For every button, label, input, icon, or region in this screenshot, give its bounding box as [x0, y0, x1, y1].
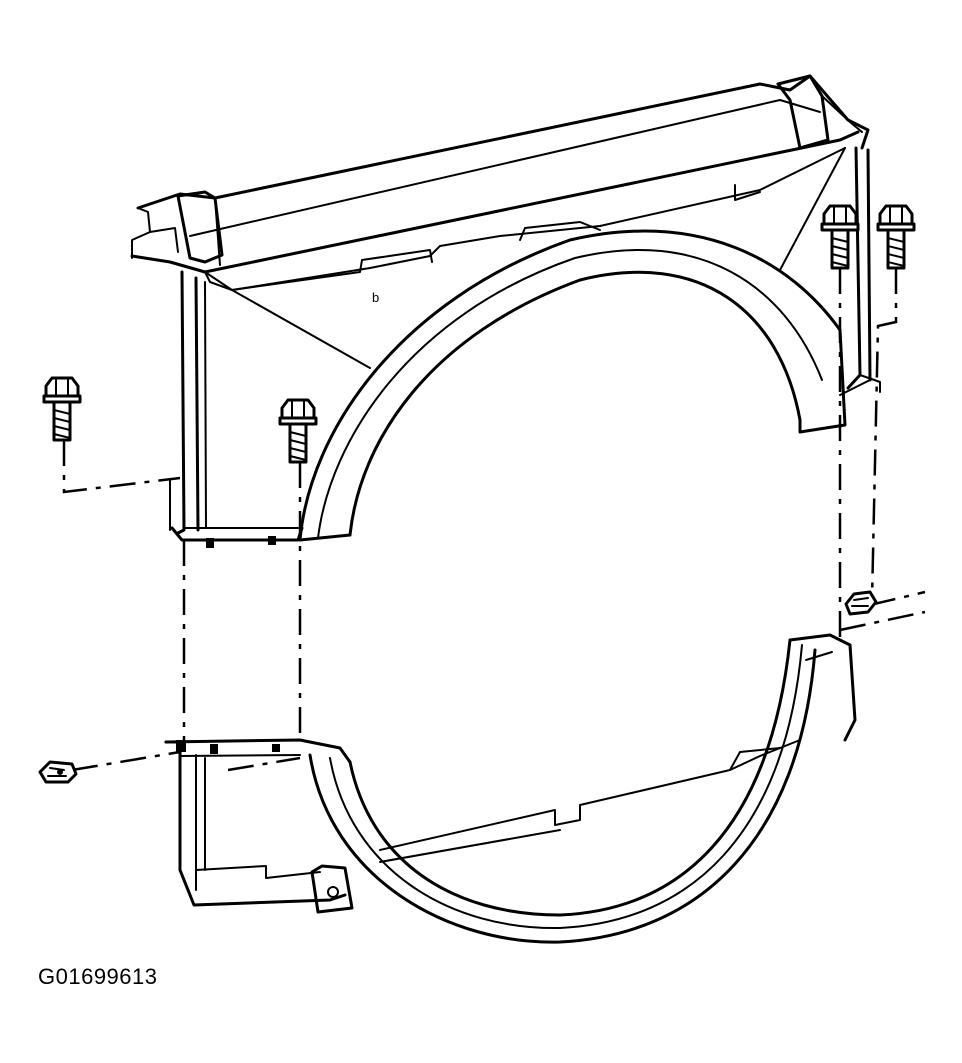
hex-flange-bolt-icon: [42, 376, 82, 442]
hex-flange-bolt-icon: [278, 398, 318, 464]
shroud-top-rail: [130, 74, 870, 274]
shroud-left-diagonal-strut: [231, 289, 371, 369]
shroud-left-wall: [169, 270, 304, 548]
shroud-lower-left-wall: [164, 738, 352, 907]
guide-line-left-clip: [71, 750, 181, 772]
retainer-clip-icon: [844, 590, 878, 616]
guide-line-right-clip: [869, 590, 926, 607]
shroud-bottom-mount-tab: [310, 864, 354, 914]
guide-line-right-bolt-2: [870, 268, 898, 601]
shroud-lower-panel: [379, 739, 801, 863]
fan-shroud: b: [130, 74, 881, 944]
figure-code-label: G01699613: [38, 964, 158, 989]
shroud-right-diagonal-strut: [779, 147, 846, 271]
hex-flange-bolt-icon: [876, 204, 916, 270]
guide-line-left-clip-2: [227, 756, 301, 772]
guide-line-right-clip-2: [839, 610, 926, 632]
shroud-upper-panel: b: [204, 147, 846, 305]
retainer-clip-icon: [38, 760, 78, 784]
shroud-upper-ring: [298, 229, 847, 542]
assembly-guide-lines: [62, 268, 926, 772]
hex-flange-bolt-icon: [820, 204, 860, 270]
shroud-lower-ring: [308, 633, 857, 944]
part-mark-label: b: [372, 290, 379, 305]
shroud-right-wall: [839, 146, 881, 396]
guide-line-left-bolt: [62, 440, 181, 494]
